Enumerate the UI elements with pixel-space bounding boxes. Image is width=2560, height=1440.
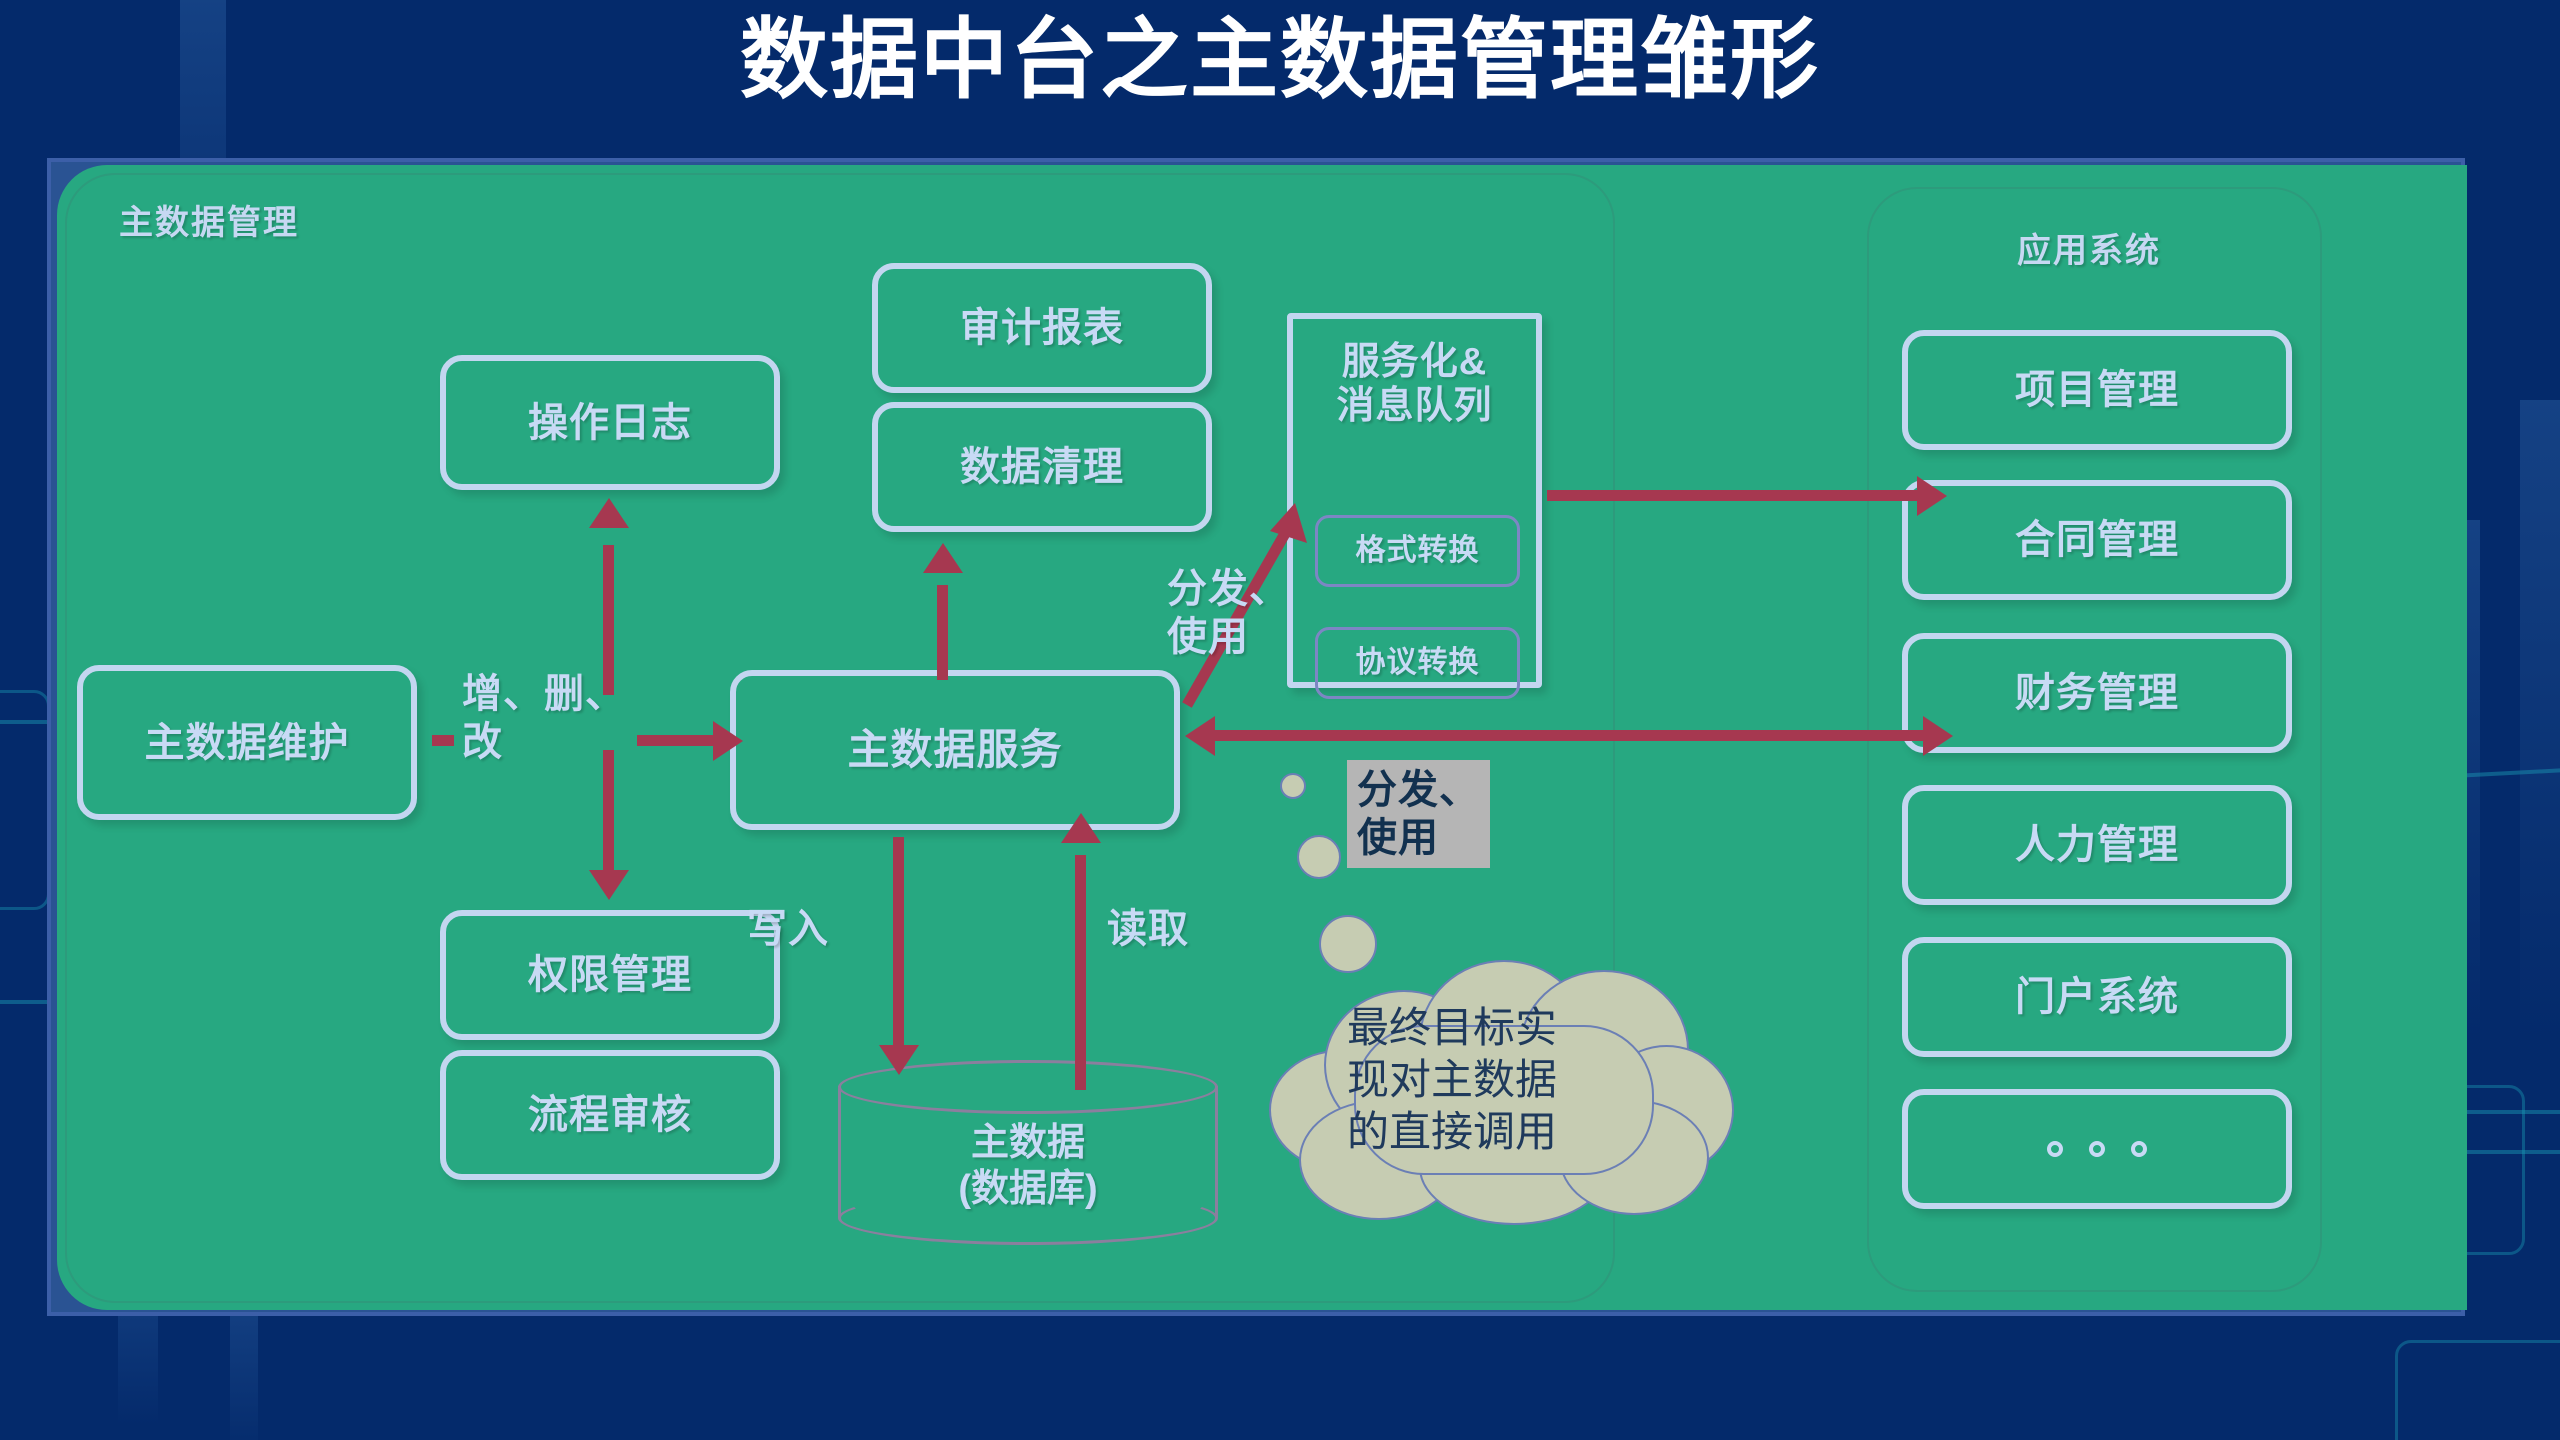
bg-frame-decor (0, 690, 50, 910)
bg-line-decor (0, 1000, 60, 1004)
arrow-operation-log-head (589, 498, 629, 528)
node-app-finance-management[interactable]: 财务管理 (1902, 633, 2292, 753)
arrow-mq-to-apps-head (1917, 476, 1947, 516)
arrow-operation-log-shaft (603, 545, 614, 695)
cloud-text-line1: 最终目标实 (1347, 1004, 1558, 1051)
node-app-more[interactable] (1902, 1089, 2292, 1209)
arrow-crud-head (713, 721, 743, 761)
edge-label-crud: 增、删、 改 (462, 672, 626, 764)
node-operation-log[interactable]: 操作日志 (440, 355, 780, 490)
diagram-board: 主数据管理 应用系统 主数据维护 操作日志 权限管理 流程审核 审计报表 数据清… (57, 165, 2467, 1310)
section-caption-app-systems: 应用系统 (2017, 232, 2161, 270)
arrow-permission-head (589, 870, 629, 900)
node-data-cleaning[interactable]: 数据清理 (872, 402, 1212, 532)
arrow-distribute-diagonal (1182, 503, 1307, 708)
page-title: 数据中台之主数据管理雏形 (739, 10, 1820, 109)
arrow-mq-to-apps-shaft (1547, 490, 1922, 501)
arrow-direct-call-head-right (1923, 716, 1953, 756)
arrow-permission-shaft (603, 750, 614, 875)
cloud-bubble-small (1280, 773, 1306, 799)
node-master-database[interactable]: 主数据 (数据库) (838, 1060, 1218, 1245)
node-app-contract-management[interactable]: 合同管理 (1902, 480, 2292, 600)
edge-label-distribute-use-boxed: 分发、 使用 (1347, 760, 1490, 868)
node-protocol-conversion[interactable]: 协议转换 (1315, 627, 1520, 699)
arrow-direct-call-dashed (1212, 730, 1937, 741)
bg-line-decor (0, 720, 80, 724)
cloud-callout: 最终目标实 现对主数据 的直接调用 (1269, 950, 1739, 1225)
node-permission-management[interactable]: 权限管理 (440, 910, 780, 1040)
cloud-bubble-medium (1297, 835, 1341, 879)
arrow-crud-stub (432, 735, 454, 746)
arrow-data-cleaning-head (923, 543, 963, 573)
arrow-write-shaft (893, 837, 904, 1052)
edge-label-distribute-use-upper: 分发、 使用 (1167, 567, 1290, 659)
cloud-text-line2: 现对主数据 (1347, 1056, 1558, 1103)
database-label: 主数据 (数据库) (838, 1120, 1218, 1212)
node-audit-report[interactable]: 审计报表 (872, 263, 1212, 393)
arrow-direct-call-head-left (1185, 716, 1215, 756)
database-label-line2: (数据库) (958, 1168, 1098, 1210)
node-format-conversion[interactable]: 格式转换 (1315, 515, 1520, 587)
cloud-text-line3: 的直接调用 (1347, 1108, 1558, 1155)
bg-line-decor (2400, 1110, 2560, 1114)
section-caption-master-data: 主数据管理 (119, 204, 299, 242)
node-app-project-management[interactable]: 项目管理 (1902, 330, 2292, 450)
cloud-text: 最终目标实 现对主数据 的直接调用 (1347, 1002, 1647, 1158)
database-label-line1: 主数据 (970, 1122, 1085, 1164)
arrow-crud-shaft (637, 735, 717, 746)
edge-label-write: 写入 (747, 907, 829, 951)
ellipsis-icon (2047, 1141, 2147, 1157)
node-app-portal-system[interactable]: 门户系统 (1902, 937, 2292, 1057)
arrow-data-cleaning-shaft (937, 585, 948, 680)
bg-bar-decor (2520, 400, 2560, 1040)
node-app-hr-management[interactable]: 人力管理 (1902, 785, 2292, 905)
cloud-bubble-large (1319, 915, 1377, 973)
node-master-data-maintenance[interactable]: 主数据维护 (77, 665, 417, 820)
bg-line-decor (2400, 1150, 2560, 1154)
node-process-review[interactable]: 流程审核 (440, 1050, 780, 1180)
arrow-read-head (1061, 813, 1101, 843)
arrow-read-shaft (1075, 855, 1086, 1090)
node-servitization-message-queue[interactable]: 服务化& 消息队列 (1287, 313, 1542, 688)
edge-label-read: 读取 (1107, 907, 1189, 951)
arrow-write-head (879, 1045, 919, 1075)
cloud-puff (1354, 1025, 1654, 1175)
cylinder-bottom (838, 1191, 1218, 1245)
bg-frame-decor (2395, 1340, 2560, 1440)
node-master-data-service[interactable]: 主数据服务 (730, 670, 1180, 830)
